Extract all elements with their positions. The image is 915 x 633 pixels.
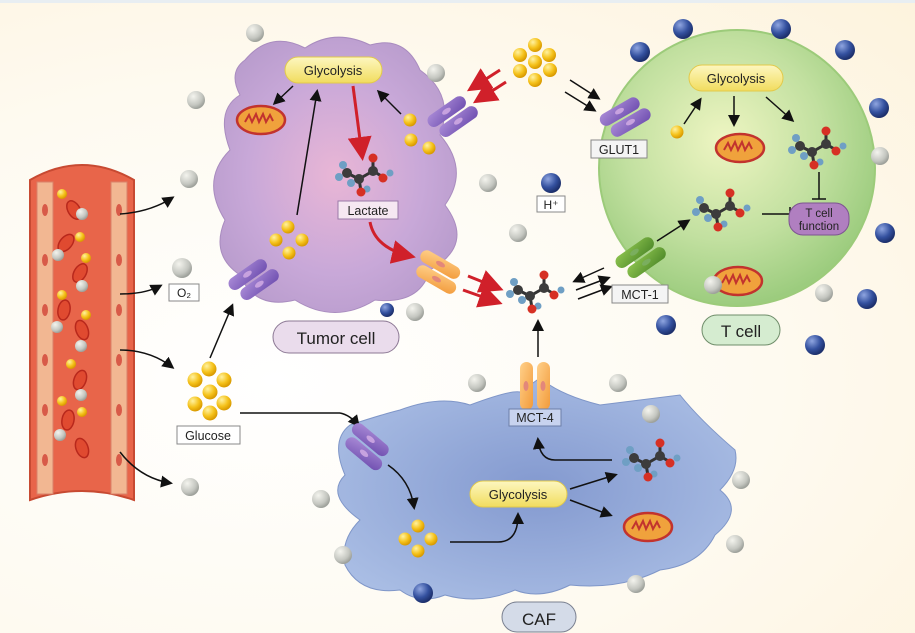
vessel-glucose xyxy=(57,189,91,417)
red-glucose-uptake-arrows xyxy=(466,68,507,104)
tumor-glycolysis-label: Glycolysis xyxy=(304,63,363,78)
vessel-arrows xyxy=(119,196,175,488)
proton-ions xyxy=(380,19,895,603)
extracellular-lactate-molecule-icon xyxy=(504,269,566,315)
mct4-label: MCT-4 xyxy=(516,411,554,425)
tcell-glycolysis-pill xyxy=(688,64,784,92)
blood-vessel xyxy=(29,164,135,502)
tumor-mitochondrion-icon xyxy=(235,104,287,136)
vessel-oxygen xyxy=(51,208,88,441)
tumor-black-arrows xyxy=(272,85,402,216)
black-glut1-arrows xyxy=(564,79,601,112)
center-glucose-cluster xyxy=(513,38,557,87)
endothelial-nuclei xyxy=(42,204,122,466)
caf-glycolysis-pill xyxy=(469,480,568,508)
caf-label-pill xyxy=(501,601,577,633)
tumor-cell-label: Tumor cell xyxy=(297,329,376,348)
t-cell-label: T cell xyxy=(721,322,761,341)
caf-glycolysis-label: Glycolysis xyxy=(489,487,548,502)
tcell-function-label-line2: function xyxy=(799,221,839,233)
oxygen-molecules xyxy=(180,24,889,593)
tcell-glucose-icon xyxy=(670,125,684,139)
tcell-function-label-line1: T cell xyxy=(805,208,832,220)
o2-label: O₂ xyxy=(177,286,191,300)
glut1-label: GLUT1 xyxy=(599,143,639,157)
tcell-mitochondrion-bottom-icon xyxy=(712,265,764,297)
tumor-glucose-cluster xyxy=(269,113,436,260)
lactate-export-arrow xyxy=(368,221,416,264)
h-plus-ion-icon xyxy=(541,173,561,193)
tumor-cell-label-pill xyxy=(272,320,400,354)
glucose-label: Glucose xyxy=(185,429,231,443)
mct4-transporter-icon xyxy=(520,362,550,410)
tcell-mitochondrion-top-icon xyxy=(714,132,766,164)
glucose-label-box xyxy=(176,425,241,445)
t-cell-body xyxy=(598,29,876,307)
mct1-exchange-arrows xyxy=(572,267,613,300)
lactate-label: Lactate xyxy=(347,204,388,218)
lactate-label-box xyxy=(337,200,399,220)
caf-glycolysis-arrows xyxy=(532,437,618,518)
tcell-arrows xyxy=(656,96,795,242)
mct4-to-lactate-red-arrows xyxy=(462,270,504,308)
caf-glucose-cluster xyxy=(398,519,438,558)
caf-glucose-to-glycolysis-arrow xyxy=(450,512,524,543)
o2-label-box xyxy=(168,283,200,302)
oxygen-molecule-icon xyxy=(172,258,192,278)
caf-transport-arrow xyxy=(387,464,419,510)
top-border xyxy=(0,0,915,3)
t-cell-label-pill xyxy=(701,314,781,346)
tumor-glycolysis-pill xyxy=(284,56,383,84)
tcell-function-pill xyxy=(788,202,850,236)
h-plus-label: H⁺ xyxy=(544,198,559,212)
mct1-label: MCT-1 xyxy=(621,288,659,302)
tcell-glycolysis-label: Glycolysis xyxy=(707,71,766,86)
glycolysis-to-lactate-arrow xyxy=(347,85,372,161)
caf-mitochondrion-icon xyxy=(622,511,674,543)
glucose-cluster xyxy=(187,361,232,421)
h-plus-label-box xyxy=(536,195,566,213)
glut1-label-box xyxy=(590,139,648,159)
mct1-label-box xyxy=(611,284,669,304)
caf-label: CAF xyxy=(522,610,556,629)
mct4-label-box xyxy=(508,408,562,427)
